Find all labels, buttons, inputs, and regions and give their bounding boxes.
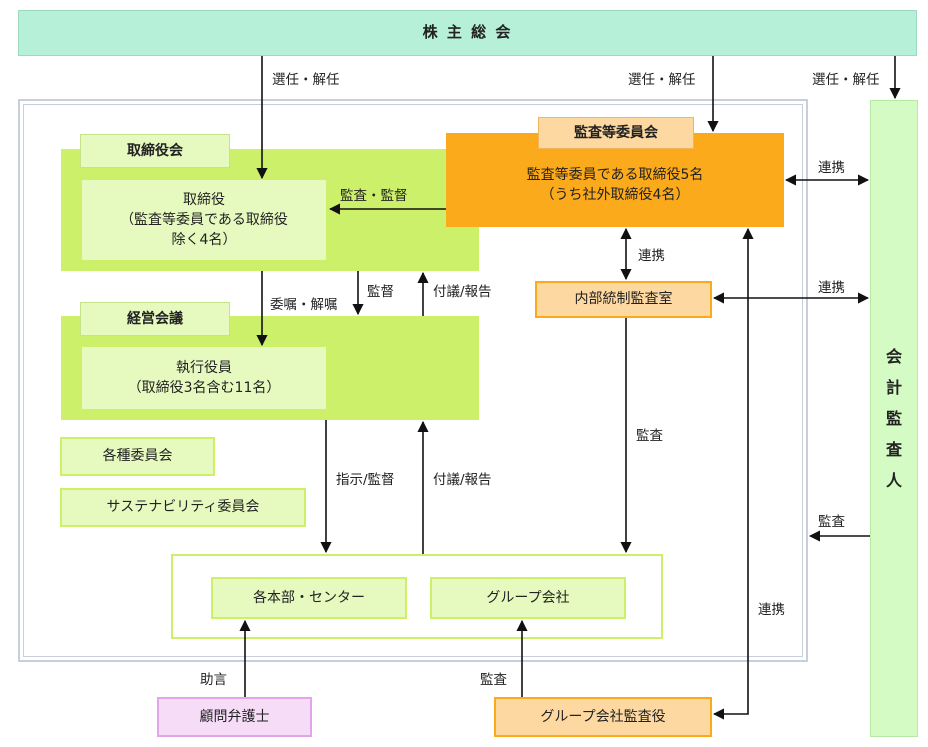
label-audit-group: 監査 <box>480 672 507 688</box>
external-auditor: 会 計 監 査 人 <box>870 100 918 737</box>
label-advice: 助言 <box>200 672 227 688</box>
audit-committee-tab: 監査等委員会 <box>538 117 694 149</box>
shareholders-meeting: 株 主 総 会 <box>18 10 917 56</box>
management-tab: 経営会議 <box>80 302 230 336</box>
label-audit-internal: 監査 <box>636 428 663 444</box>
board-tab: 取締役会 <box>80 134 230 168</box>
label-report-management: 付議/報告 <box>433 472 492 488</box>
label-coop-internal: 連携 <box>638 248 665 264</box>
various-committees: 各種委員会 <box>60 437 215 476</box>
sustainability-committee: サステナビリティ委員会 <box>60 488 306 527</box>
group-company-auditor: グループ会社監査役 <box>494 697 712 737</box>
label-coop-audit-external: 連携 <box>818 160 845 176</box>
hq-centers-box: 各本部・センター <box>211 577 407 619</box>
label-elect-auditor: 選任・解任 <box>812 72 880 88</box>
officers-box: 執行役員 （取締役3名含む11名） <box>82 347 326 409</box>
internal-audit-office: 内部統制監査室 <box>535 281 712 318</box>
legal-advisor: 顧問弁護士 <box>157 697 312 737</box>
label-audit-supervise: 監査・監督 <box>340 188 408 204</box>
group-companies-box: グループ会社 <box>430 577 626 619</box>
label-report-board: 付議/報告 <box>433 284 492 300</box>
company-frame <box>18 99 808 662</box>
coop-arrow-group-auditor <box>712 227 754 720</box>
label-coop-group-auditor: 連携 <box>758 602 785 618</box>
label-supervise: 監督 <box>367 284 394 300</box>
directors-box: 取締役 （監査等委員である取締役 除く4名） <box>82 180 326 260</box>
label-instruct: 指示/監督 <box>336 472 395 488</box>
label-elect-audit: 選任・解任 <box>628 72 696 88</box>
label-coop-internal-external: 連携 <box>818 280 845 296</box>
label-elect-board: 選任・解任 <box>272 72 340 88</box>
label-appoint-dismiss: 委嘱・解嘱 <box>270 297 338 313</box>
company-frame-inner <box>23 104 803 657</box>
label-audit-external: 監査 <box>818 514 845 530</box>
